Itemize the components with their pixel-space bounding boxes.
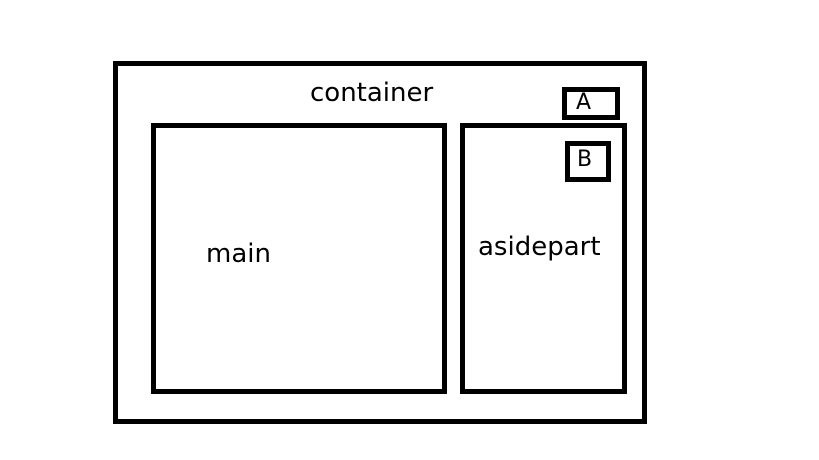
main-label: main [206, 239, 271, 269]
box-a-label: A [576, 90, 592, 115]
box-a [562, 87, 620, 120]
box-b-label: B [577, 147, 593, 172]
box-b [565, 141, 611, 182]
main-box [151, 123, 447, 394]
aside-label: asidepart [478, 232, 601, 262]
container-label: container [310, 78, 434, 108]
